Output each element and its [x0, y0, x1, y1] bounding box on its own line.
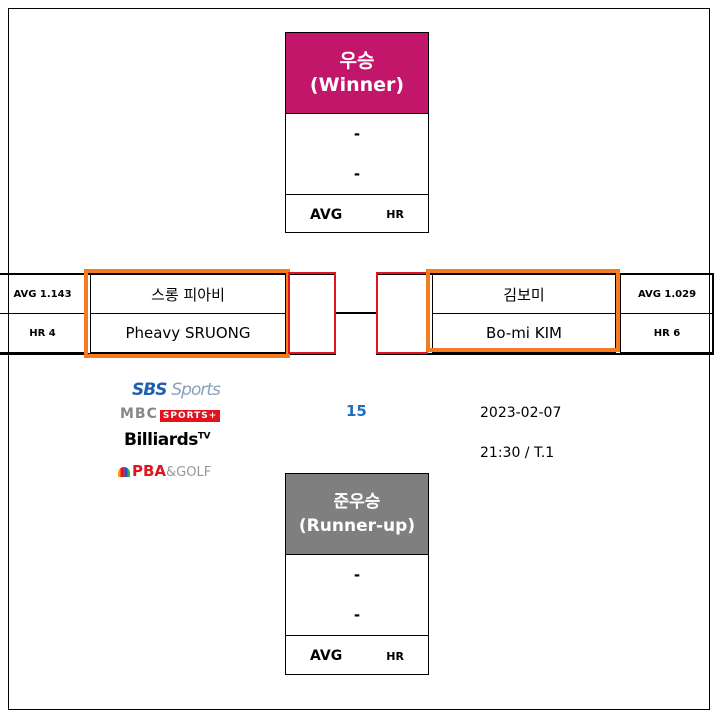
- runner-up-box: 준우승 (Runner-up) - - AVG HR: [285, 473, 429, 675]
- left-bracket-box: [288, 272, 336, 354]
- sbs-sports-text: Sports: [171, 380, 220, 400]
- billiards-tv-logo: BilliardsTV: [124, 430, 211, 450]
- right-player-highlight: [426, 269, 620, 352]
- runner-up-row-1: -: [286, 554, 428, 595]
- runner-up-stats: AVG HR: [286, 635, 428, 676]
- right-player-avg: AVG 1.029: [620, 274, 714, 314]
- match-time-table: 21:30 / T.1: [480, 445, 555, 461]
- pba-logo-text: PBA: [132, 462, 167, 480]
- runner-up-row-2: -: [286, 595, 428, 635]
- right-player-hr: HR 6: [620, 313, 714, 353]
- runner-up-row-2-value: -: [353, 606, 361, 624]
- pba-golf-logo: PBA&GOLF: [118, 462, 211, 480]
- match-date: 2023-02-07: [480, 405, 562, 421]
- billiards-tv-text: TV: [197, 431, 211, 442]
- runner-up-hr-label: HR: [386, 649, 404, 663]
- runner-up-row-1-value: -: [353, 566, 361, 584]
- sbs-sports-logo: SBS Sports: [132, 380, 221, 400]
- runner-up-header: 준우승 (Runner-up): [286, 474, 428, 554]
- winner-box: 우승 (Winner) - - AVG HR: [285, 32, 429, 233]
- winner-title: 우승: [339, 50, 375, 72]
- left-player-avg: AVG 1.143: [0, 274, 86, 314]
- winner-subtitle: (Winner): [309, 74, 405, 96]
- winner-row-1: -: [286, 113, 428, 154]
- left-player-name-en: Pheavy SRUONG: [90, 313, 286, 353]
- billiards-logo-text: Billiards: [124, 430, 198, 450]
- mbc-logo-text: MBC: [120, 406, 158, 422]
- mbc-sports-badge: SPORTS+: [159, 410, 221, 422]
- winner-stats: AVG HR: [286, 194, 428, 234]
- left-player-highlight: [84, 269, 290, 358]
- right-player-name-en: Bo-mi KIM: [432, 313, 616, 353]
- runner-up-avg-label: AVG: [310, 648, 343, 664]
- bracket-connector: [336, 312, 378, 314]
- left-player-hr: HR 4: [0, 313, 86, 353]
- peacock-icon: [118, 466, 130, 477]
- winner-row-2: -: [286, 154, 428, 194]
- runner-up-title: 준우승: [333, 492, 381, 512]
- runner-up-subtitle: (Runner-up): [298, 516, 416, 536]
- sbs-logo-text: SBS: [132, 380, 167, 400]
- winner-row-1-value: -: [353, 125, 361, 143]
- winner-row-2-value: -: [353, 165, 361, 183]
- pba-golf-text: &GOLF: [166, 465, 212, 480]
- winner-header: 우승 (Winner): [286, 33, 428, 113]
- winner-avg-label: AVG: [310, 206, 343, 223]
- winner-hr-label: HR: [386, 208, 404, 221]
- bracket-frame: [8, 8, 710, 710]
- match-number: 15: [346, 402, 367, 420]
- right-bracket-box: [376, 272, 428, 354]
